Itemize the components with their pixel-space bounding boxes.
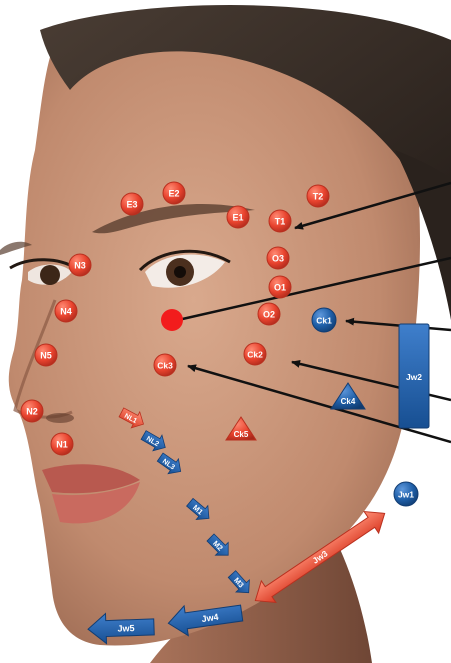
marker-o3: O3 — [267, 247, 289, 269]
marker-t1: T1 — [269, 210, 291, 232]
marker-n5: N5 — [35, 344, 57, 366]
marker-ck1: Ck1 — [312, 308, 336, 332]
marker-e3-label: E3 — [126, 200, 137, 210]
marker-jw1-label: Jw1 — [398, 490, 414, 500]
marker-e1: E1 — [227, 206, 249, 228]
marker-n4: N4 — [55, 300, 77, 322]
marker-t2: T2 — [307, 185, 329, 207]
marker-jw2-label: Jw2 — [406, 372, 422, 382]
marker-o1: O1 — [269, 276, 291, 298]
marker-e2-label: E2 — [168, 189, 179, 199]
marker-n3: N3 — [69, 254, 91, 276]
marker-n5-label: N5 — [40, 351, 52, 361]
marker-ck3: Ck3 — [154, 354, 176, 376]
marker-n2: N2 — [21, 400, 43, 422]
marker-ck2: Ck2 — [244, 343, 266, 365]
marker-ck4-label: Ck4 — [341, 397, 356, 406]
marker-ck3-label: Ck3 — [157, 361, 173, 371]
marker-ck5-label: Ck5 — [234, 430, 249, 439]
marker-jw1: Jw1 — [394, 482, 418, 506]
marker-e3: E3 — [121, 193, 143, 215]
marker-e2: E2 — [163, 182, 185, 204]
marker-o1-label: O1 — [274, 283, 286, 293]
focal-dot — [161, 309, 183, 331]
marker-jw5-label: Jw5 — [117, 623, 134, 634]
marker-n1: N1 — [51, 433, 73, 455]
marker-ck2-label: Ck2 — [247, 350, 263, 360]
marker-n1-label: N1 — [56, 440, 68, 450]
far-iris — [40, 265, 60, 285]
marker-o2-label: O2 — [263, 310, 275, 320]
marker-o3-label: O3 — [272, 254, 284, 264]
nostril — [46, 413, 74, 423]
pupil — [174, 266, 186, 278]
marker-e1-label: E1 — [232, 213, 243, 223]
marker-n4-label: N4 — [60, 307, 72, 317]
marker-o2: O2 — [258, 303, 280, 325]
marker-jw2: Jw2 — [399, 324, 429, 428]
marker-n3-label: N3 — [74, 261, 86, 271]
marker-ck1-label: Ck1 — [316, 316, 332, 326]
marker-t1-label: T1 — [275, 217, 286, 227]
marker-t2-label: T2 — [313, 192, 324, 202]
marker-n2-label: N2 — [26, 407, 38, 417]
